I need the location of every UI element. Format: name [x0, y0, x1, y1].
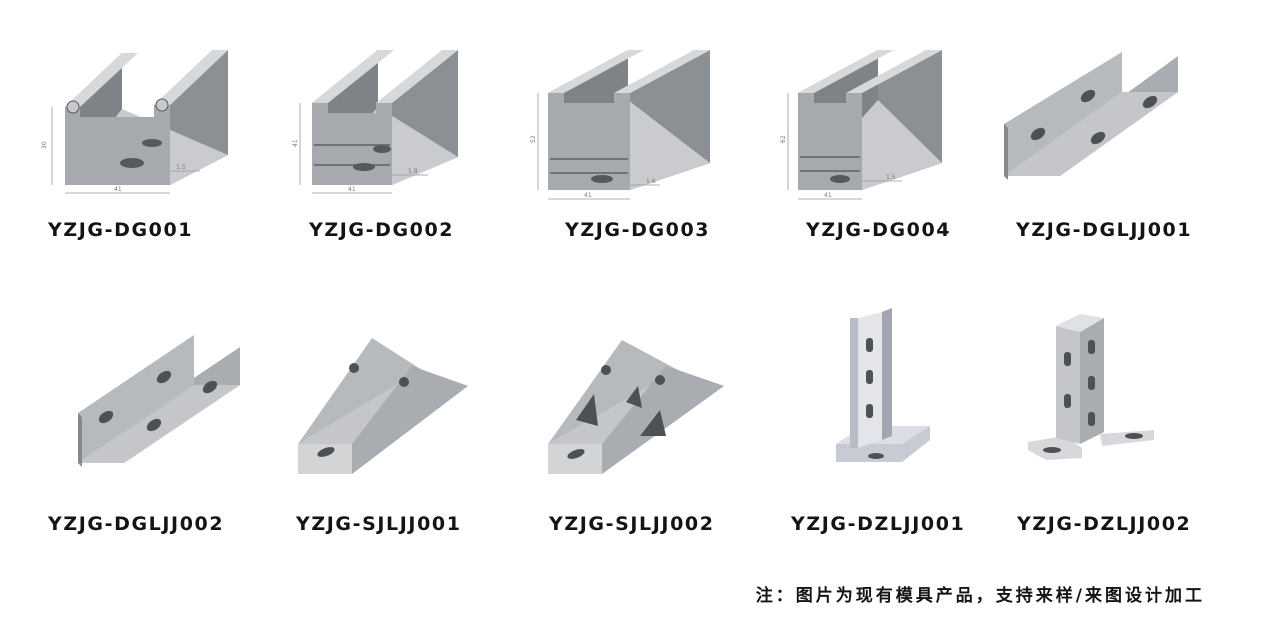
post-base-icon — [836, 308, 930, 462]
dim-thickness: 1.5 — [176, 164, 186, 171]
footer-note: 注：图片为现有模具产品，支持来样/来图设计加工 — [755, 586, 1205, 606]
channel-strut-icon: 62 41 1.5 — [780, 50, 942, 200]
product-code: YZJG-DG002 — [309, 219, 455, 241]
product-card-dzljj001 — [830, 308, 940, 468]
dim-width: 41 — [824, 192, 832, 199]
channel-strut-icon: 52 41 1.6 — [530, 50, 710, 200]
product-card-sjljj001 — [292, 334, 482, 484]
product-card-dg003: 52 41 1.6 — [530, 45, 730, 207]
triangle-connector-icon — [548, 340, 724, 474]
product-code: YZJG-DG001 — [48, 219, 194, 241]
dim-height: 30 — [41, 141, 48, 149]
product-code: YZJG-DZLJJ001 — [791, 513, 966, 535]
u-connector-icon — [1004, 52, 1178, 180]
product-card-dzljj002 — [1022, 314, 1162, 464]
product-card-dg002: 41 41 1.8 — [292, 45, 492, 195]
dim-thickness: 1.8 — [408, 168, 418, 175]
product-code: YZJG-SJLJJ001 — [296, 513, 462, 535]
product-card-dgljj002 — [74, 333, 244, 473]
u-connector-icon — [78, 335, 240, 467]
dim-height: 62 — [780, 135, 787, 143]
product-card-dg001: 30 41 1.5 — [40, 45, 240, 195]
product-code: YZJG-DZLJJ002 — [1017, 513, 1192, 535]
triangle-connector-icon — [298, 338, 468, 474]
dim-height: 41 — [292, 139, 299, 147]
product-code: YZJG-DG004 — [806, 219, 952, 241]
product-code: YZJG-DGLJJ001 — [1016, 219, 1193, 241]
product-code: YZJG-DG003 — [565, 219, 711, 241]
product-card-sjljj002 — [542, 336, 732, 486]
dim-thickness: 1.5 — [886, 174, 896, 181]
product-code: YZJG-SJLJJ002 — [549, 513, 715, 535]
product-card-dgljj001 — [1000, 52, 1190, 192]
product-card-dg004: 62 41 1.5 — [780, 45, 980, 207]
channel-strut-icon: 30 41 1.5 — [41, 50, 228, 194]
dim-width: 41 — [348, 186, 356, 193]
dim-thickness: 1.6 — [646, 178, 656, 185]
dim-height: 52 — [530, 135, 537, 143]
dim-width: 41 — [114, 186, 122, 193]
post-base-icon — [1028, 314, 1154, 460]
product-code: YZJG-DGLJJ002 — [48, 513, 225, 535]
channel-strut-icon: 41 41 1.8 — [292, 50, 458, 194]
dim-width: 41 — [584, 192, 592, 199]
